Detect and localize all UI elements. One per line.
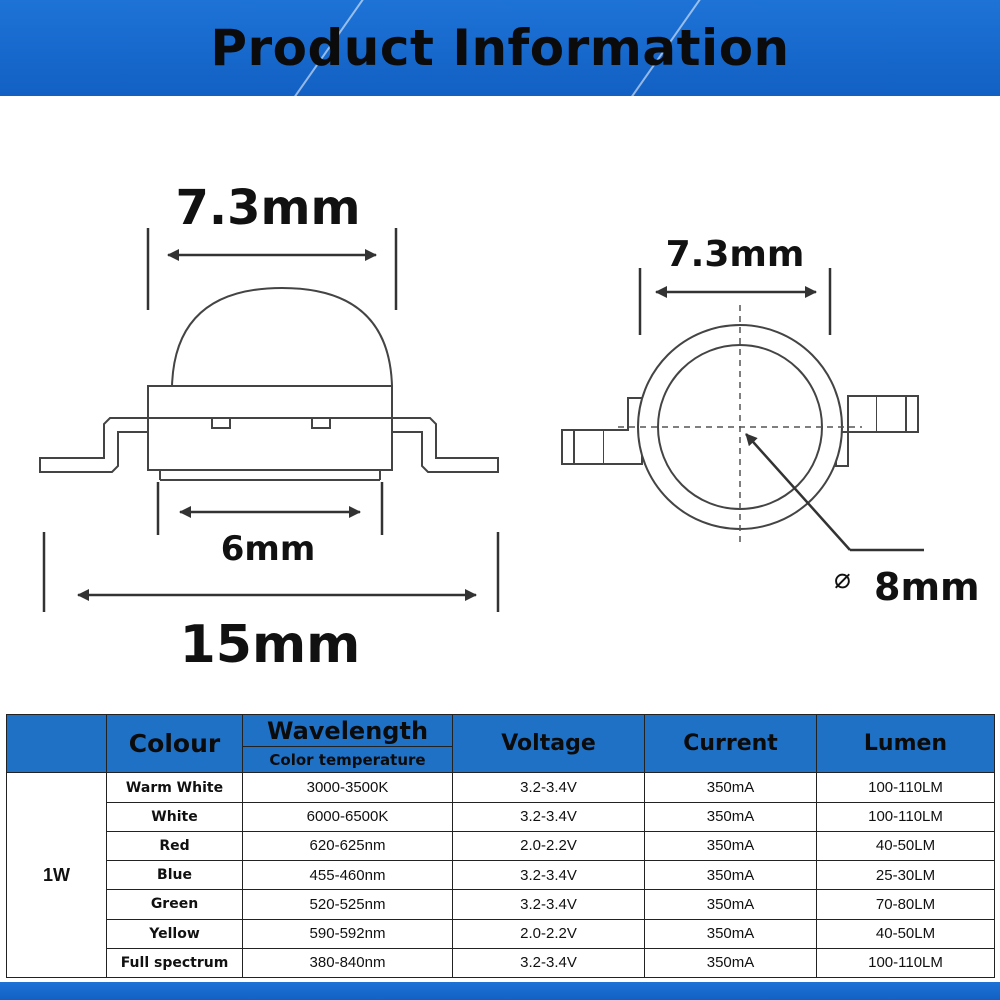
table-row: 1W Warm White 3000-3500K 3.2-3.4V 350mA … bbox=[6, 772, 995, 978]
title-banner: Product Information bbox=[0, 0, 1000, 96]
header-lumen: Lumen bbox=[816, 713, 995, 774]
table-row: Green 520-525nm 3.2-3.4V 350mA 70-80LM bbox=[7, 889, 995, 920]
row-wavelength: 590-592nm bbox=[242, 918, 453, 949]
table-row: Red 620-625nm 2.0-2.2V 350mA 40-50LM bbox=[7, 830, 995, 862]
row-voltage: 3.2-3.4V bbox=[452, 889, 645, 920]
header-blank bbox=[6, 713, 107, 774]
lens-dome bbox=[170, 286, 394, 387]
spec-table: Colour Wavelength Voltage Current Lumen … bbox=[6, 713, 995, 979]
row-current: 350mA bbox=[644, 801, 817, 832]
right-lead bbox=[392, 417, 499, 473]
top-view-dimensions bbox=[638, 268, 924, 552]
power-rating: 1W bbox=[6, 772, 107, 978]
diameter-label: 8mm bbox=[874, 565, 980, 609]
page-title: Product Information bbox=[210, 19, 790, 77]
right-terminal bbox=[875, 395, 919, 433]
row-wavelength: 520-525nm bbox=[242, 889, 453, 920]
row-colour: Full spectrum bbox=[106, 947, 243, 979]
row-colour: Green bbox=[106, 889, 243, 920]
side-base-width-label: 6mm bbox=[221, 529, 316, 569]
top-width-label: 7.3mm bbox=[666, 234, 805, 275]
row-wavelength: 3000-3500K bbox=[242, 772, 453, 803]
row-colour: Yellow bbox=[106, 918, 243, 949]
row-voltage: 3.2-3.4V bbox=[452, 947, 645, 979]
header-colour: Colour bbox=[106, 713, 243, 774]
table-row: Blue 455-460nm 3.2-3.4V 350mA 25-30LM bbox=[7, 860, 995, 891]
row-voltage: 2.0-2.2V bbox=[452, 830, 645, 862]
row-lumen: 40-50LM bbox=[816, 830, 995, 862]
side-view-dimensions bbox=[42, 228, 500, 612]
diameter-symbol: ⌀ bbox=[834, 562, 851, 595]
row-colour: Red bbox=[106, 830, 243, 862]
row-colour: Warm White bbox=[106, 772, 243, 803]
row-colour: Blue bbox=[106, 860, 243, 891]
row-wavelength: 455-460nm bbox=[242, 860, 453, 891]
row-wavelength: 620-625nm bbox=[242, 830, 453, 862]
side-view-drawing bbox=[39, 286, 499, 481]
row-current: 350mA bbox=[644, 947, 817, 979]
table-subheader-row: Color temperature bbox=[7, 746, 995, 774]
row-voltage: 3.2-3.4V bbox=[452, 801, 645, 832]
top-view-centerlines bbox=[618, 305, 862, 545]
row-lumen: 70-80LM bbox=[816, 889, 995, 920]
row-current: 350mA bbox=[644, 830, 817, 862]
side-top-width-label: 7.3mm bbox=[175, 180, 360, 236]
header-wavelength: Wavelength bbox=[242, 713, 453, 748]
row-voltage: 2.0-2.2V bbox=[452, 918, 645, 949]
row-wavelength: 6000-6500K bbox=[242, 801, 453, 832]
table-row: Yellow 590-592nm 2.0-2.2V 350mA 40-50LM bbox=[7, 918, 995, 949]
row-voltage: 3.2-3.4V bbox=[452, 772, 645, 803]
side-total-length-label: 15mm bbox=[180, 615, 361, 675]
row-current: 350mA bbox=[644, 772, 817, 803]
row-lumen: 100-110LM bbox=[816, 801, 995, 832]
row-current: 350mA bbox=[644, 918, 817, 949]
dimension-diagram: 7.3mm 6mm 15mm 7.3mm ⌀ 8mm bbox=[39, 180, 980, 675]
row-lumen: 100-110LM bbox=[816, 772, 995, 803]
row-lumen: 40-50LM bbox=[816, 918, 995, 949]
row-colour: White bbox=[106, 801, 243, 832]
row-lumen: 25-30LM bbox=[816, 860, 995, 891]
header-color-temperature: Color temperature bbox=[242, 746, 453, 774]
row-wavelength: 380-840nm bbox=[242, 947, 453, 979]
header-current: Current bbox=[644, 713, 817, 774]
table-row: Full spectrum 380-840nm 3.2-3.4V 350mA 1… bbox=[7, 947, 995, 979]
table-header-row: Colour Wavelength Voltage Current Lumen bbox=[6, 713, 995, 774]
left-terminal bbox=[561, 429, 605, 465]
table-row: White 6000-6500K 3.2-3.4V 350mA 100-110L… bbox=[7, 801, 995, 832]
header-voltage: Voltage bbox=[452, 713, 645, 774]
row-lumen: 100-110LM bbox=[816, 947, 995, 979]
left-lead bbox=[39, 417, 148, 473]
row-current: 350mA bbox=[644, 889, 817, 920]
led-body bbox=[147, 385, 393, 471]
row-current: 350mA bbox=[644, 860, 817, 891]
row-voltage: 3.2-3.4V bbox=[452, 860, 645, 891]
footer-bar bbox=[0, 982, 1000, 1000]
